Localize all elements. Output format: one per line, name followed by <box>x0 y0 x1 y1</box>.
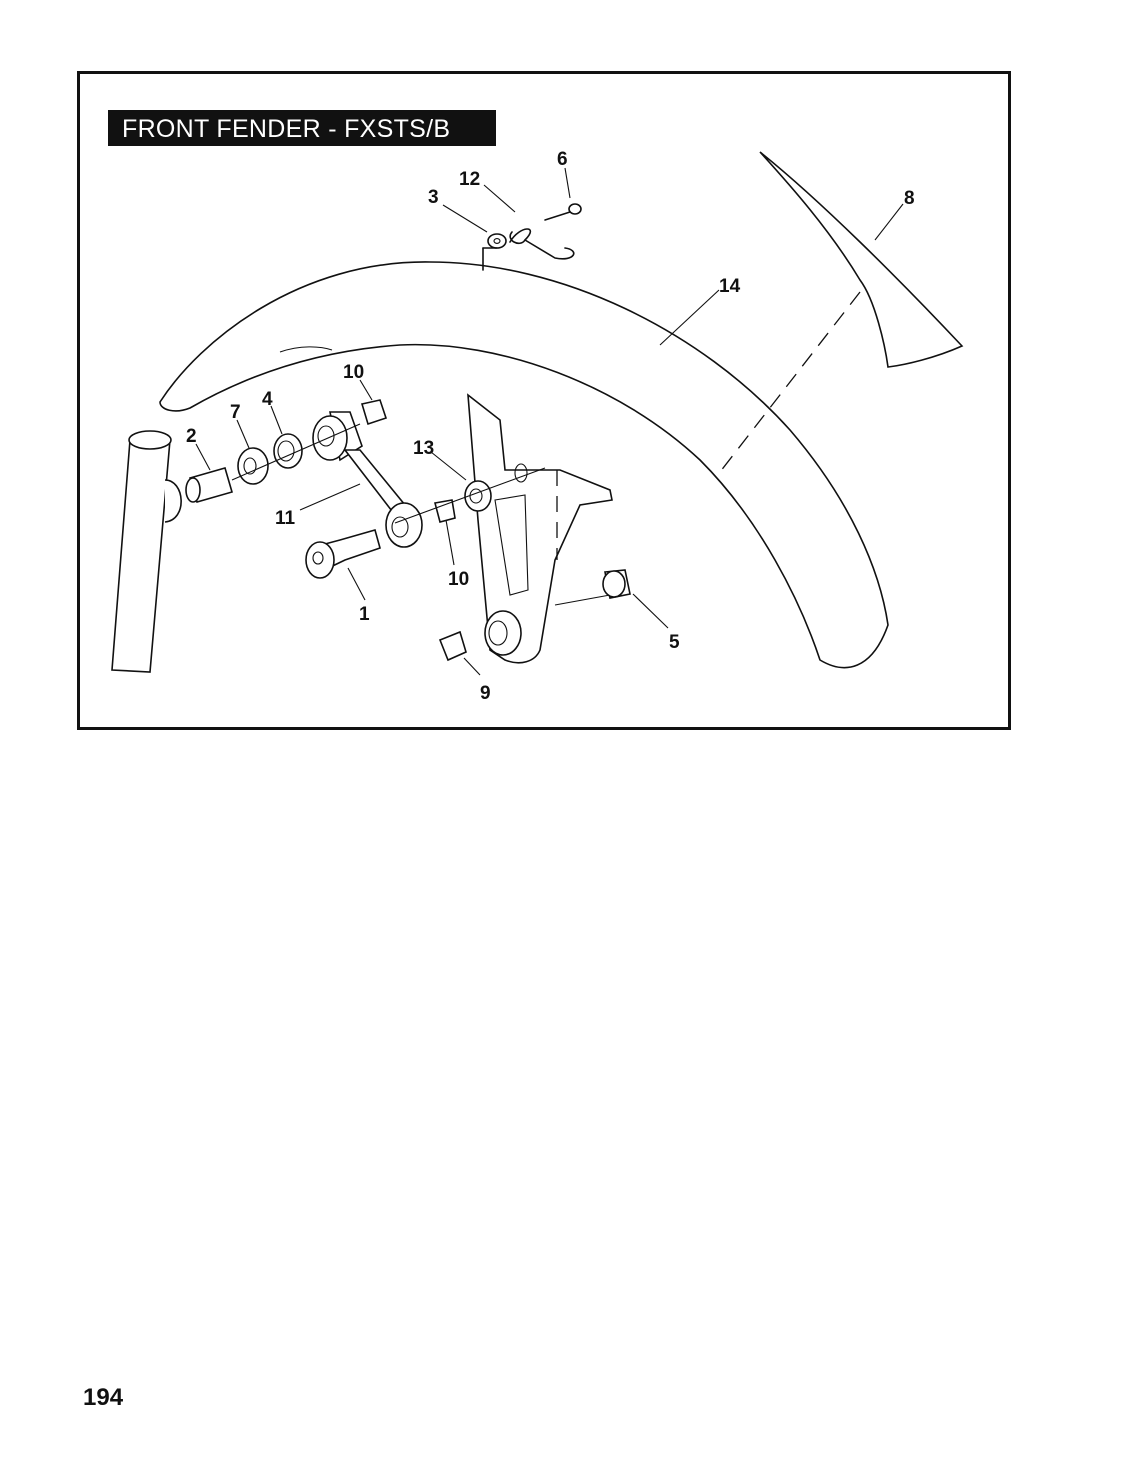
callout-5: 5 <box>669 632 680 653</box>
diagram-title-banner: FRONT FENDER - FXSTS/B <box>108 110 496 146</box>
tip-clip-hardware <box>482 203 582 271</box>
diagram-title: FRONT FENDER - FXSTS/B <box>122 115 451 143</box>
page-number: 194 <box>83 1384 124 1411</box>
callout-6: 6 <box>557 149 568 170</box>
callout-11: 11 <box>275 508 296 529</box>
callout-7: 7 <box>230 402 241 423</box>
leader-lines <box>195 167 904 676</box>
callout-2: 2 <box>186 426 197 447</box>
callout-14: 14 <box>719 276 741 297</box>
callout-9: 9 <box>480 683 491 704</box>
callout-10-top: 10 <box>343 362 364 383</box>
callout-8: 8 <box>904 188 915 209</box>
callout-13: 13 <box>413 438 434 459</box>
callout-4: 4 <box>262 389 273 410</box>
callout-10-bottom: 10 <box>448 569 469 590</box>
mount-hardware <box>185 399 631 662</box>
front-fender <box>159 261 889 669</box>
fork-leg <box>111 430 182 673</box>
callout-12: 12 <box>459 169 480 190</box>
fender-tip <box>719 151 964 473</box>
callout-1: 1 <box>359 604 370 625</box>
callout-labels: 1 2 3 4 5 6 7 8 9 10 10 11 12 13 14 <box>186 149 915 704</box>
callout-3: 3 <box>428 187 439 208</box>
fender-bracket <box>467 393 613 664</box>
